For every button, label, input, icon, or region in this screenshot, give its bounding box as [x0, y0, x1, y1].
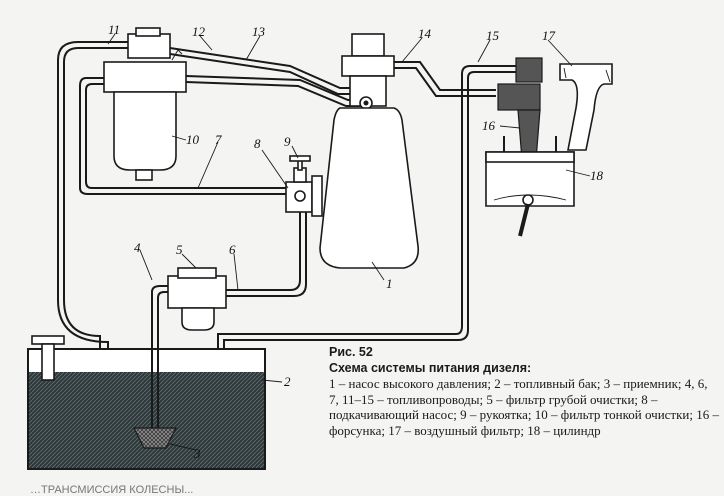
leader-lines — [107, 33, 591, 451]
fuel-lines — [57, 41, 520, 430]
figure-caption: Рис. 52 Схема системы питания дизеля: 1 … — [329, 345, 719, 439]
label-3: 3 — [193, 446, 201, 461]
label-11: 11 — [108, 22, 120, 37]
label-4: 4 — [134, 240, 141, 255]
injector — [497, 57, 543, 173]
label-1: 1 — [386, 276, 393, 291]
label-14: 14 — [418, 26, 432, 41]
fuel-tank — [27, 335, 266, 470]
fuel-receiver — [133, 427, 177, 449]
label-15: 15 — [486, 28, 500, 43]
label-2: 2 — [284, 374, 291, 389]
label-5: 5 — [176, 242, 183, 257]
figure-legend: 1 – насос высокого давления; 2 – топливн… — [329, 376, 719, 438]
label-13: 13 — [252, 24, 266, 39]
figure-title: Схема системы питания дизеля: — [329, 360, 532, 375]
label-8: 8 — [254, 136, 261, 151]
fine-filter — [103, 27, 187, 181]
label-16: 16 — [482, 118, 496, 133]
figure-number: Рис. 52 — [329, 345, 373, 359]
air-filter-duct — [559, 63, 613, 151]
cylinder — [485, 136, 575, 237]
coarse-filter — [167, 267, 227, 331]
label-6: 6 — [229, 242, 236, 257]
cropped-footer-text: …ТРАНСМИССИЯ КОЛЕСНЫ... — [30, 484, 194, 496]
label-18: 18 — [590, 168, 604, 183]
label-10: 10 — [186, 132, 200, 147]
primer-pump — [285, 155, 323, 217]
high-pressure-pump — [319, 33, 420, 269]
label-12: 12 — [192, 24, 206, 39]
label-17: 17 — [542, 28, 556, 43]
label-9: 9 — [284, 134, 291, 149]
label-7: 7 — [215, 132, 222, 147]
part-labels: 1 2 3 4 5 6 7 8 9 10 11 12 13 14 15 16 1… — [108, 22, 604, 461]
